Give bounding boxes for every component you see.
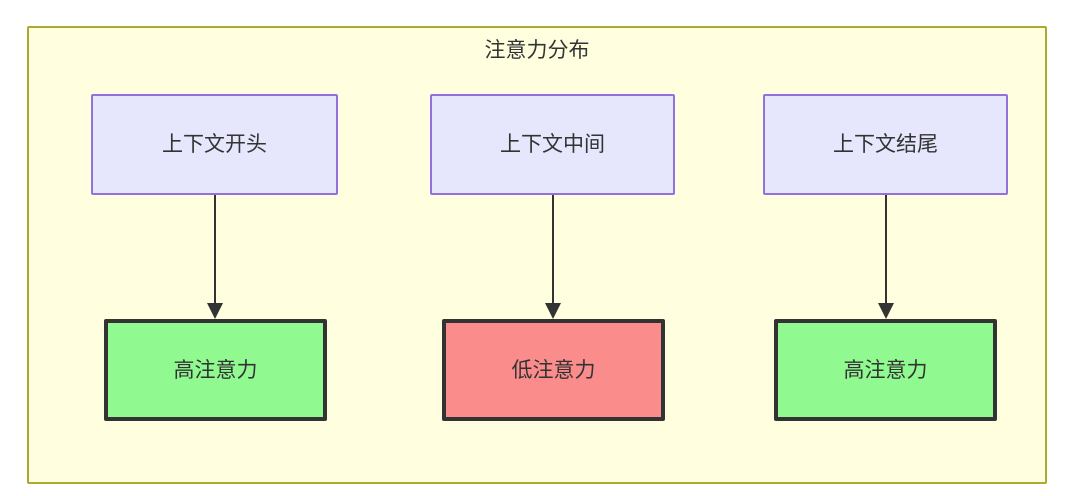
diagram-title: 注意力分布 xyxy=(484,39,590,62)
node-context-middle[interactable]: 上下文中间 xyxy=(430,94,675,195)
node-label: 低注意力 xyxy=(511,358,596,382)
node-label: 上下文开头 xyxy=(162,133,267,156)
node-label: 高注意力 xyxy=(173,358,258,382)
node-attention-high-end[interactable]: 高注意力 xyxy=(774,319,997,421)
node-attention-high-start[interactable]: 高注意力 xyxy=(104,319,327,421)
node-attention-low-middle[interactable]: 低注意力 xyxy=(442,319,665,421)
node-context-start[interactable]: 上下文开头 xyxy=(91,94,338,195)
diagram-subgraph-container: 注意力分布 上下文开头 上下文中间 xyxy=(27,26,1047,484)
node-context-end[interactable]: 上下文结尾 xyxy=(763,94,1008,195)
edge-context-middle-to-attention-low-middle xyxy=(545,195,561,319)
edge-context-start-to-attention-high-start xyxy=(207,195,223,319)
edge-context-end-to-attention-high-end xyxy=(878,195,894,319)
node-label: 上下文结尾 xyxy=(833,133,938,156)
node-label: 上下文中间 xyxy=(500,133,605,156)
node-label: 高注意力 xyxy=(843,358,928,382)
